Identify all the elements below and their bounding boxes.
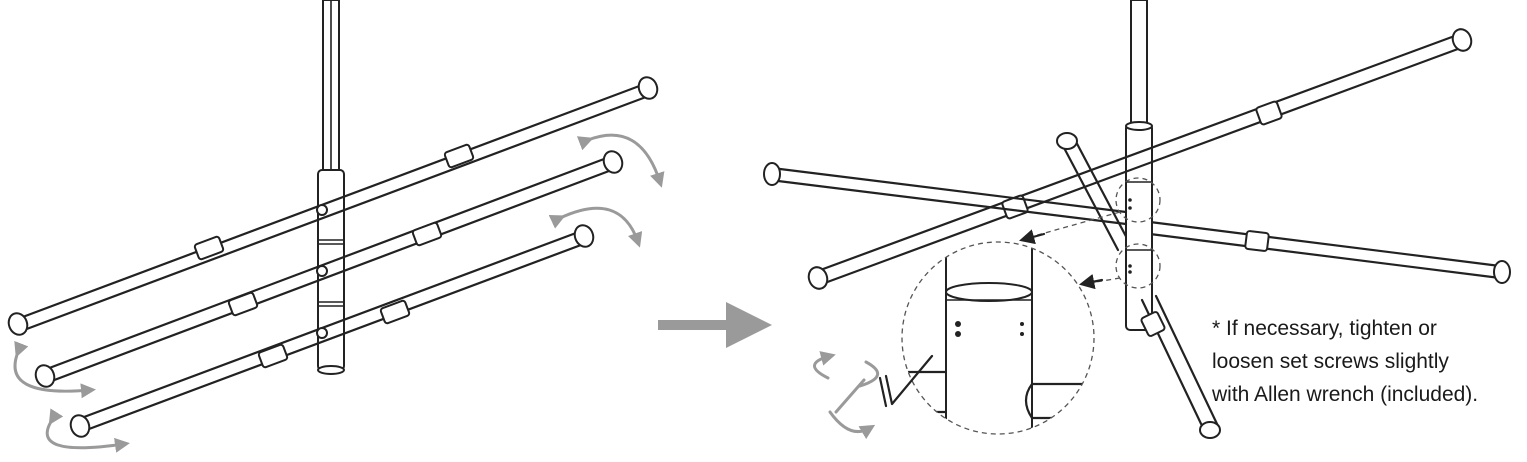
instruction-note: * If necessary, tighten or loosen set sc… xyxy=(1212,312,1524,411)
arm-back-diagonal xyxy=(1056,132,1132,252)
right-fixture xyxy=(763,0,1511,440)
note-line-2: loosen set screws slightly xyxy=(1212,350,1449,373)
curved-double-arrow-icon xyxy=(548,206,643,248)
allen-wrench-icon xyxy=(878,354,934,408)
note-line-1: * If necessary, tighten or xyxy=(1212,317,1437,340)
right-arrow-icon xyxy=(658,302,772,348)
arm-long-upper xyxy=(807,28,1473,290)
hub-right xyxy=(1125,121,1153,331)
downrod-right xyxy=(1130,0,1148,127)
curved-double-arrow-icon xyxy=(13,340,96,399)
rotation-arrows-left xyxy=(13,133,665,453)
note-line-3: with Allen wrench (included). xyxy=(1212,383,1479,406)
downrod-left xyxy=(322,0,340,173)
curved-double-arrow-icon xyxy=(813,351,879,440)
arm-left-horizontal xyxy=(763,162,1128,226)
arm-top-left xyxy=(7,76,659,336)
arm-lower-diagonal xyxy=(1140,294,1221,439)
curved-double-arrow-icon xyxy=(576,133,665,188)
magnified-detail xyxy=(901,241,1095,435)
detail-callout xyxy=(1019,177,1161,290)
left-fixture xyxy=(7,0,665,453)
curved-double-arrow-icon xyxy=(45,408,130,453)
arm-right-horizontal xyxy=(1148,220,1511,284)
